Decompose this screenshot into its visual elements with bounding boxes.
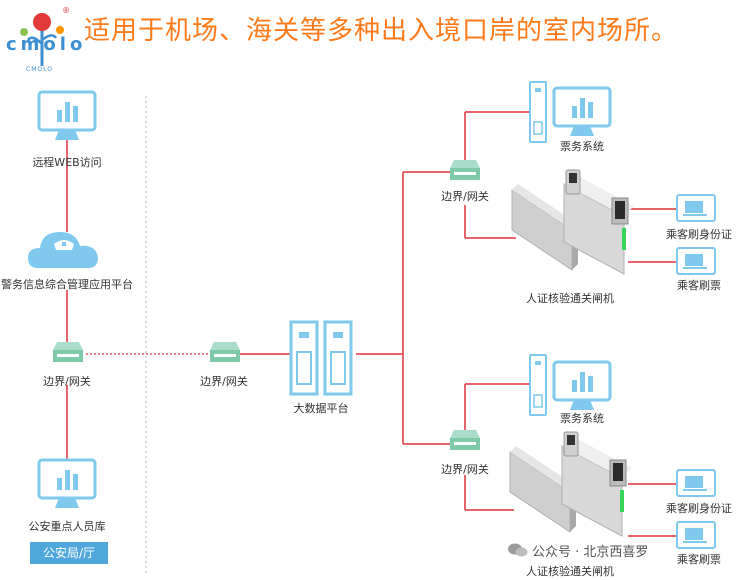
bottom-gateway-icon [450, 430, 480, 450]
top-ticket-monitor-icon [552, 86, 612, 138]
top-ticket-card-icon [676, 247, 716, 275]
remote-web-monitor-icon [37, 90, 97, 142]
bottom-ticket-tower-icon [529, 354, 547, 416]
wechat-icon [508, 543, 528, 557]
police-cloud-icon [28, 232, 98, 268]
bigdata-platform-icon [289, 320, 353, 396]
police-bureau-tag: 公安局/厅 [30, 542, 108, 564]
bottom-gate-machine-icon [509, 431, 633, 537]
police-platform-label: 警务信息综合管理应用平台 [1, 278, 133, 291]
center-gateway-icon [210, 342, 240, 362]
remote-web-label: 远程WEB访问 [32, 156, 102, 169]
bottom-ticket-swipe-label: 乘客刷票 [677, 553, 721, 566]
left-gateway-label: 边界/网关 [43, 375, 91, 388]
top-gate-machine-icon [511, 169, 635, 275]
top-gateway-label: 边界/网关 [441, 190, 489, 203]
logo-graphic-icon [20, 13, 64, 66]
watermark-text: 公众号 · 北京西喜罗 [532, 545, 649, 560]
top-gate-label: 人证核验通关闸机 [526, 292, 614, 305]
bottom-gate-label: 人证核验通关闸机 [526, 565, 614, 578]
police-db-label: 公安重点人员库 [28, 520, 106, 533]
logo-registered-mark: ® [62, 6, 70, 15]
bottom-ticket-system-label: 票务系统 [560, 412, 604, 425]
bottom-idcard-icon [676, 469, 716, 497]
top-ticket-tower-icon [529, 81, 547, 143]
top-ticket-swipe-label: 乘客刷票 [677, 279, 721, 292]
bottom-id-card-label: 乘客刷身份证 [666, 502, 732, 515]
top-id-card-label: 乘客刷身份证 [666, 228, 732, 241]
bottom-gateway-label: 边界/网关 [441, 463, 489, 476]
page-headline: 适用于机场、海关等多种出入境口岸的室内场所。 [84, 16, 679, 46]
top-ticket-system-label: 票务系统 [560, 140, 604, 153]
logo-letters: cmolo [6, 34, 87, 55]
bottom-ticket-monitor-icon [552, 360, 612, 412]
top-gateway-icon [450, 160, 480, 180]
bigdata-platform-label: 大数据平台 [293, 402, 349, 415]
center-gateway-label: 边界/网关 [200, 375, 248, 388]
logo-subtext: CMOLO [26, 66, 53, 73]
left-gateway-icon [53, 342, 83, 362]
top-idcard-icon [676, 194, 716, 222]
police-db-monitor-icon [37, 458, 97, 510]
brand-logo [6, 4, 76, 74]
bottom-ticket-card-icon [676, 521, 716, 549]
